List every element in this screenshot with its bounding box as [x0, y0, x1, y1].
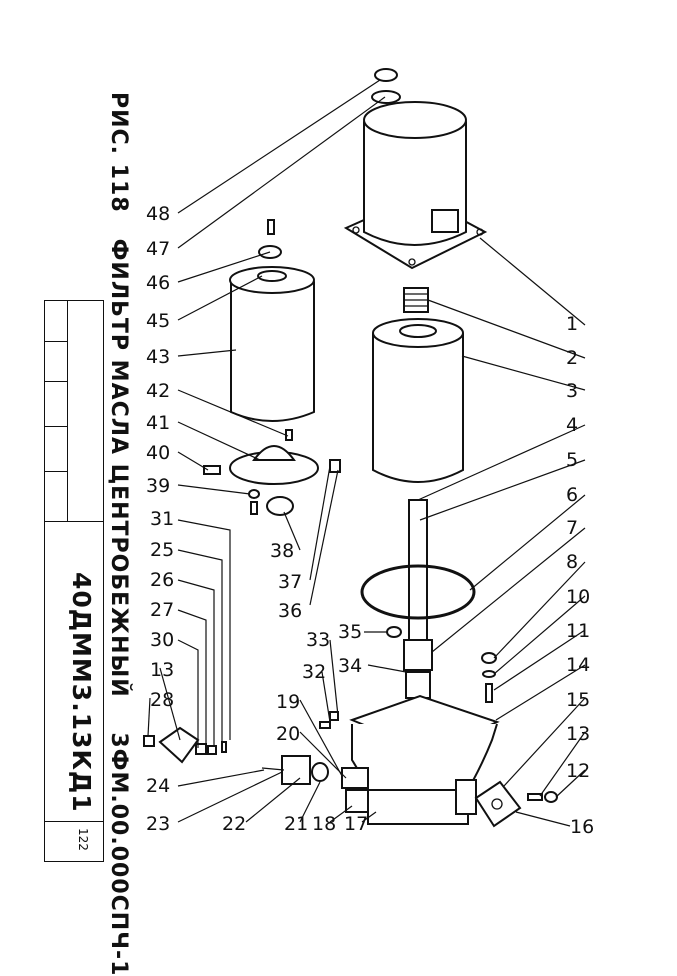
callout: 36: [278, 600, 302, 622]
callout: 7: [566, 517, 578, 539]
callout: 12: [566, 760, 590, 782]
plug-icon: [203, 465, 221, 475]
callout: 27: [150, 599, 174, 621]
callout: 33: [306, 629, 330, 651]
nut-icon: [481, 652, 497, 664]
callout: 32: [302, 661, 326, 683]
part-washer-icon: [371, 90, 401, 104]
callout: 21: [284, 813, 308, 835]
cover-dome-icon: [229, 429, 319, 485]
callout: 22: [222, 813, 246, 835]
part-plug-icon: [374, 68, 398, 82]
callout: 42: [146, 380, 170, 402]
bushing-icon: [266, 496, 294, 516]
callout: 16: [570, 816, 594, 838]
callout: 19: [276, 691, 300, 713]
callout: 2: [566, 347, 578, 369]
shaft-icon: [403, 499, 433, 699]
callout: 48: [146, 203, 170, 225]
callout: 31: [150, 508, 174, 530]
callout: 26: [150, 569, 174, 591]
callout: 20: [276, 723, 300, 745]
callout: 47: [146, 238, 170, 260]
callout: 25: [150, 539, 174, 561]
callout: 5: [566, 449, 578, 471]
callout: 15: [566, 689, 590, 711]
callout: 1: [566, 313, 578, 335]
drawing-page: РИС. 118 ФИЛЬТР МАСЛА ЦЕНТРОБЕЖНЫЙ 3ФМ.0…: [44, 68, 594, 976]
callout: 3: [566, 380, 578, 402]
threaded-nut-icon: [403, 287, 429, 313]
callout: 40: [146, 442, 170, 464]
valve-assembly-icon: [261, 755, 369, 813]
housing-base-icon: [349, 694, 500, 826]
gasket-icon: [319, 721, 331, 729]
callout: 17: [344, 813, 368, 835]
callout: 35: [338, 621, 362, 643]
callout: 37: [278, 571, 302, 593]
callout: 39: [146, 475, 170, 497]
callout: 34: [338, 655, 362, 677]
exploded-drawing: 1 2 3 4 5 6 7 8 10 11 14 15 13 12 16 48 …: [143, 68, 594, 838]
callout: 30: [150, 629, 174, 651]
callout: 38: [270, 540, 294, 562]
leader-lines: [147, 79, 586, 827]
callout: 10: [566, 586, 590, 608]
callout: 11: [566, 620, 590, 642]
callout: 46: [146, 272, 170, 294]
callout: 13: [150, 659, 174, 681]
callout: 8: [566, 551, 578, 573]
callout: 14: [566, 654, 590, 676]
callout: 45: [146, 310, 170, 332]
title-block: [44, 300, 104, 862]
outer-cap-icon: [343, 101, 488, 270]
callout: 18: [312, 813, 336, 835]
ball-icon: [386, 626, 402, 638]
bolt-icon: [250, 501, 258, 515]
filter-element-icon: [229, 266, 315, 422]
rotor-body-icon: [372, 318, 464, 483]
fitting-icon: [329, 711, 339, 721]
callout-labels: 1 2 3 4 5 6 7 8 10 11 14 15 13 12 16 48 …: [146, 203, 594, 838]
callout: 13: [566, 723, 590, 745]
washer-small-icon: [248, 489, 260, 499]
side-cover-icon: [474, 780, 558, 828]
o-ring-icon: [360, 564, 476, 620]
callout: 6: [566, 484, 578, 506]
callout: 41: [146, 412, 170, 434]
callout: 43: [146, 346, 170, 368]
callout: 28: [150, 689, 174, 711]
callout: 23: [146, 813, 170, 835]
pin-icon: [485, 683, 493, 703]
screw-icon: [267, 219, 275, 235]
callout: 4: [566, 414, 578, 436]
callout: 24: [146, 775, 170, 797]
valve-body-icon: [143, 726, 227, 764]
washer-icon: [482, 670, 496, 678]
